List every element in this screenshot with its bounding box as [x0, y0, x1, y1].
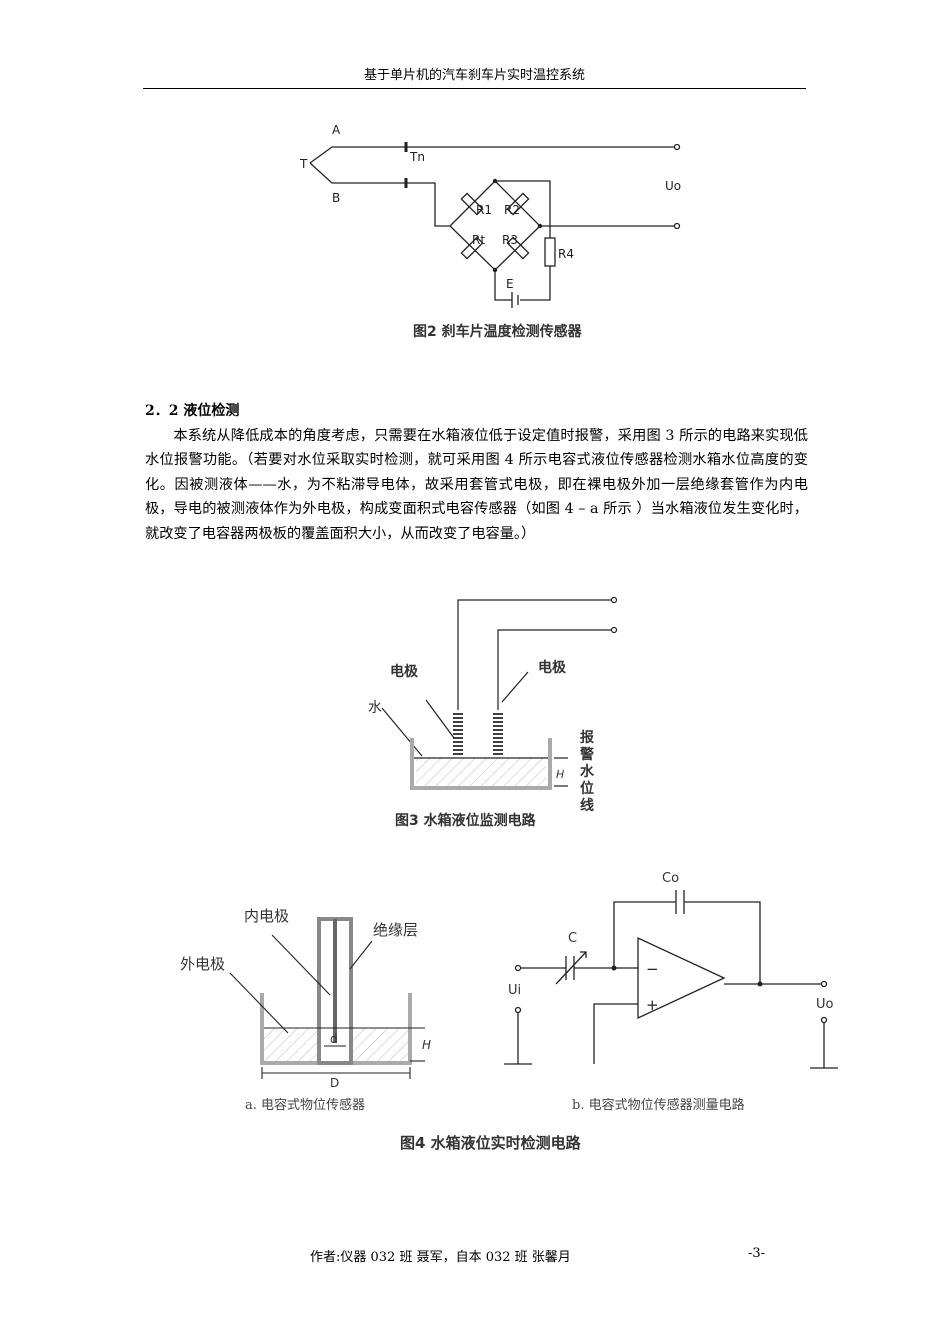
- label-electrode-right: 电极: [538, 659, 567, 676]
- capacitive-measurement-circuit: Co C Ui Uo − +: [504, 871, 838, 1069]
- figure-4a-caption: a. 电容式物位传感器: [245, 1098, 366, 1113]
- figure-3-caption: 图3 水箱液位监测电路: [395, 813, 536, 829]
- label-tn: Tn: [409, 150, 425, 164]
- alarm-line-char-1: 报: [580, 730, 594, 746]
- label-outer-electrode: 外电极: [180, 955, 225, 973]
- header-title: 基于单片机的汽车刹车片实时温控系统: [363, 68, 585, 83]
- figure-2-caption: 图2 刹车片温度检测传感器: [413, 324, 582, 340]
- label-h-fig3: H: [556, 768, 564, 781]
- figure-2-circuit: A T B Tn Uo R1 R2 Rt R3 R4 E: [290, 118, 690, 308]
- figure-4b-caption: b. 电容式物位传感器测量电路: [572, 1098, 745, 1113]
- footer-author: 作者:仪器 032 班 聂军，自本 032 班 张馨月: [310, 1250, 571, 1265]
- label-r2: R2: [504, 203, 520, 217]
- page-number: -3-: [748, 1246, 766, 1261]
- opamp-minus: −: [646, 960, 659, 978]
- water-level-alarm-diagram: 电极 电极 报 警 水 位 线 水 H: [368, 596, 618, 814]
- label-electrode-left: 电极: [390, 663, 419, 680]
- label-ui: Ui: [508, 983, 521, 998]
- figure-3-diagram: 电极 电极 报 警 水 位 线 水 H: [360, 590, 620, 820]
- figure-4-caption: 图4 水箱液位实时检测电路: [400, 1134, 581, 1152]
- capacitive-level-sensor-diagram: 内电极 绝缘层 外电极 d D H: [180, 907, 431, 1090]
- label-uo: Uo: [665, 179, 681, 193]
- thermocouple-bridge-diagram: A T B Tn Uo R1 R2 Rt R3 R4 E: [299, 123, 681, 308]
- label-inner-electrode: 内电极: [244, 907, 289, 925]
- section-heading: 2．2 液位检测: [145, 403, 240, 419]
- alarm-line-char-4: 位: [580, 780, 594, 797]
- opamp-plus: +: [646, 996, 659, 1014]
- alarm-line-char-3: 水: [580, 763, 595, 780]
- page-header: 基于单片机的汽车刹车片实时温控系统: [143, 64, 806, 89]
- figure-4a-diagram: 内电极 绝缘层 外电极 d D H: [170, 895, 460, 1090]
- label-d-small: d: [330, 1032, 338, 1046]
- label-h-fig4: H: [422, 1038, 431, 1052]
- label-r4: R4: [558, 247, 574, 261]
- alarm-line-char-5: 线: [580, 797, 594, 814]
- label-b: B: [332, 191, 340, 205]
- section-paragraph: 本系统从降低成本的角度考虑，只需要在水箱液位低于设定值时报警，采用图 3 所示的…: [145, 428, 808, 542]
- label-t: T: [299, 157, 308, 171]
- label-r3: R3: [502, 233, 518, 247]
- label-r1: R1: [476, 203, 492, 217]
- label-insulation: 绝缘层: [373, 921, 418, 939]
- label-rt: Rt: [472, 233, 485, 247]
- label-c: C: [568, 931, 577, 946]
- figure-4b-circuit: Co C Ui Uo − +: [500, 868, 840, 1078]
- label-e: E: [506, 277, 514, 291]
- label-uo-b: Uo: [816, 997, 834, 1012]
- alarm-line-char-2: 警: [580, 746, 594, 763]
- label-co: Co: [662, 871, 679, 886]
- label-d-large: D: [330, 1076, 339, 1090]
- label-a: A: [332, 123, 341, 137]
- label-water: 水: [368, 700, 382, 716]
